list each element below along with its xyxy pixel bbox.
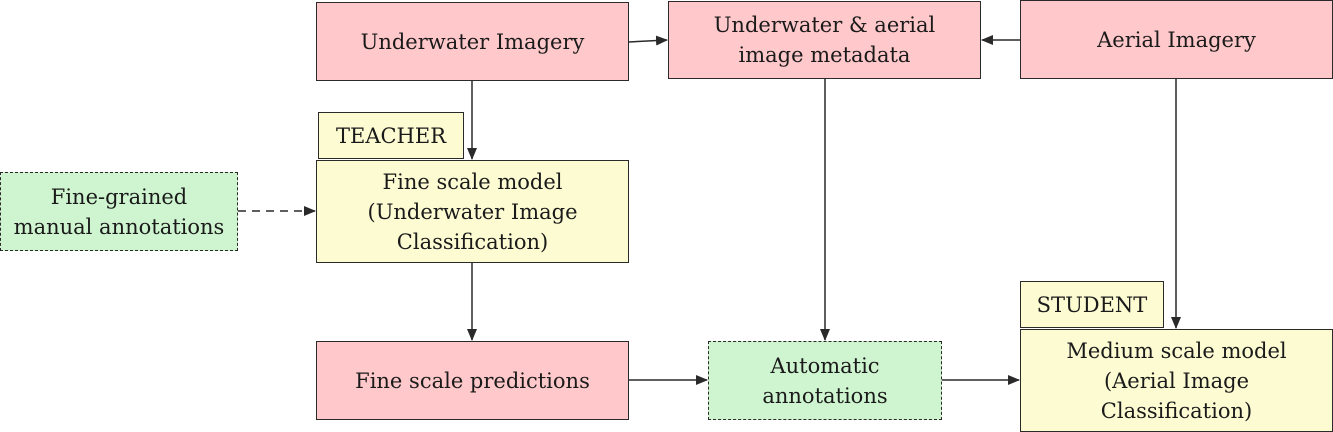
student-tag: STUDENT <box>1020 281 1164 328</box>
medium-scale-model-box: Medium scale model (Aerial Image Classif… <box>1020 329 1333 432</box>
underwater-imagery-box: Underwater Imagery <box>316 2 629 81</box>
aerial-imagery-box: Aerial Imagery <box>1020 0 1333 79</box>
arrow-underwater-to-metadata <box>628 35 668 46</box>
automatic-annotations-box: Automatic annotations <box>708 341 942 420</box>
manual-annotations-box: Fine-grained manual annotations <box>0 172 238 251</box>
teacher-tag: TEACHER <box>318 112 464 159</box>
image-metadata-box: Underwater & aerial image metadata <box>668 1 981 79</box>
fine-scale-predictions-box: Fine scale predictions <box>316 341 629 420</box>
fine-scale-model-box: Fine scale model (Underwater Image Class… <box>316 160 629 263</box>
